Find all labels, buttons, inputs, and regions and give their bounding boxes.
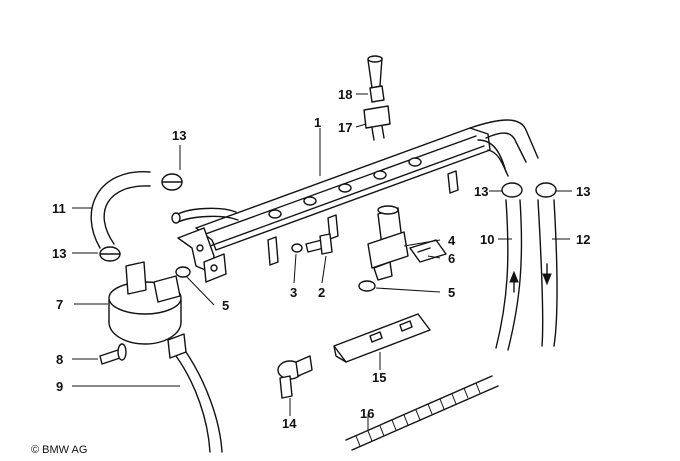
hose-clamp-left: [99, 246, 121, 262]
copyright-notice: © BMW AG: [31, 444, 88, 456]
callout-13-top: 13: [172, 128, 186, 143]
callout-5-left: 5: [222, 298, 229, 313]
callout-15: 15: [372, 370, 386, 385]
callout-13-left: 13: [52, 246, 66, 261]
hose-clamp-right-b: [535, 182, 557, 198]
hose-clamp-top: [161, 173, 183, 191]
callout-6: 6: [448, 251, 455, 266]
flow-arrow-up: [509, 270, 519, 283]
callout-17: 17: [338, 120, 352, 135]
hose-clamp-right-a: [501, 182, 523, 198]
retaining-clip: [409, 239, 447, 263]
callout-10: 10: [480, 232, 494, 247]
hose-10: [495, 199, 523, 351]
hose-11: [90, 171, 151, 249]
flow-arrow-down: [542, 273, 552, 286]
callout-16: 16: [360, 406, 374, 421]
callout-7: 7: [56, 297, 63, 312]
callout-8: 8: [56, 352, 63, 367]
callout-13-right-a: 13: [474, 184, 488, 199]
callout-14: 14: [282, 416, 297, 431]
pressure-sensor: [363, 55, 391, 141]
bracket: [333, 313, 431, 363]
hose-12: [537, 199, 558, 347]
hose-9: [175, 351, 223, 453]
seal-ring-left: [175, 266, 191, 278]
callout-3: 3: [290, 285, 297, 300]
pressure-regulator: [108, 261, 187, 359]
leader-lines: [72, 93, 572, 430]
fuel-rail: [171, 119, 539, 283]
callout-5-right: 5: [448, 285, 455, 300]
callout-4: 4: [448, 233, 456, 248]
fuel-injector: [367, 205, 409, 281]
protective-hose: [345, 375, 499, 451]
callout-2: 2: [318, 285, 325, 300]
callout-13-right-b: 13: [576, 184, 590, 199]
callout-18: 18: [338, 87, 352, 102]
banjo-fitting: [277, 355, 313, 399]
callout-1: 1: [314, 115, 321, 130]
callout-12: 12: [576, 232, 590, 247]
callout-9: 9: [56, 379, 63, 394]
seal-ring-lower: [358, 280, 376, 292]
callout-11: 11: [52, 201, 66, 216]
screw: [99, 343, 127, 365]
washer-and-screw: [291, 233, 333, 255]
